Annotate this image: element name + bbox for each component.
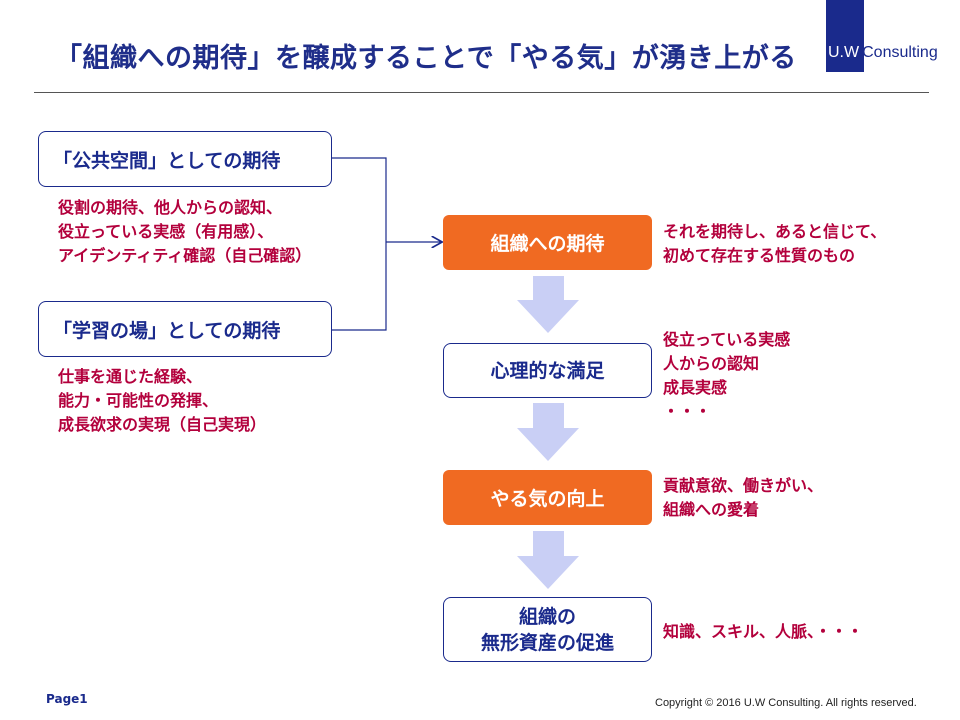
learning-place-box: 「学習の場」としての期待 <box>38 301 332 357</box>
flow-step-satisfaction: 心理的な満足 <box>443 343 652 398</box>
flow-note-motivation: 貢献意欲、働きがい、 組織への愛着 <box>663 476 824 519</box>
flow-note-expectation: それを期待し、あると信じて、 初めて存在する性質のもの <box>663 222 887 265</box>
copyright: Copyright © 2016 U.W Consulting. All rig… <box>655 697 917 709</box>
learning-place-details: 仕事を通じた経験、 能力・可能性の発揮、 成長欲求の実現（自己実現） <box>58 367 267 434</box>
public-space-box: 「公共空間」としての期待 <box>38 131 332 187</box>
down-arrow-1 <box>517 276 579 333</box>
header-divider <box>34 92 929 93</box>
brand-prefix: U.W <box>828 44 860 61</box>
public-space-details: 役割の期待、他人からの認知、 役立っている実感（有用感）、 アイデンティティ確認… <box>58 198 312 265</box>
brand-logo-block <box>826 0 864 72</box>
down-arrow-3 <box>517 531 579 589</box>
page-title: 「組織への期待」を醸成することで「やる気」が湧き上がる <box>55 43 797 74</box>
brand-suffix: Consulting <box>862 44 938 61</box>
flow-note-intangible-assets: 知識、スキル、人脈、・・・ <box>663 622 864 641</box>
connector-learning-place <box>331 242 387 331</box>
flow-step-intangible-assets: 組織の 無形資産の促進 <box>443 597 652 662</box>
flow-step-motivation: やる気の向上 <box>443 470 652 525</box>
down-arrow-2 <box>517 403 579 461</box>
connector-public-space <box>331 157 387 242</box>
flow-note-satisfaction: 役立っている実感 人からの認知 成長実感 ・・・ <box>663 330 791 421</box>
page-number: Page1 <box>46 692 88 706</box>
flow-step-expectation: 組織への期待 <box>443 215 652 270</box>
